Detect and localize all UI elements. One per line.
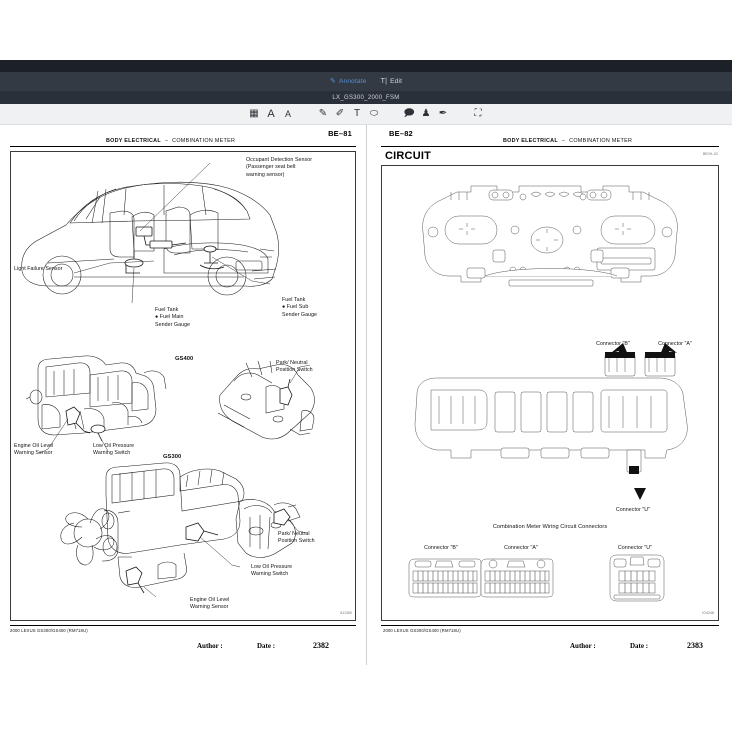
fullscreen-icon[interactable]: ⛶ bbox=[474, 108, 482, 119]
header-dash-left: – bbox=[164, 138, 169, 144]
tab-annotate-label: Annotate bbox=[338, 78, 367, 85]
page-header-left: BODY ELECTRICAL–COMBINATION METER bbox=[106, 138, 235, 144]
callout-connector-u-bottom: Connector "U" bbox=[617, 545, 653, 551]
gs300-engine-illustration bbox=[60, 462, 307, 598]
section-title-circuit: CIRCUIT bbox=[385, 150, 432, 162]
callout-oil-pressure-1: Low Oil Pressure Warning Switch bbox=[93, 443, 135, 457]
corner-ref-right: BE0H–02 bbox=[702, 152, 718, 156]
callout-oil-level-2: Engine Oil Level Warning Sensor bbox=[190, 597, 230, 611]
highlighter-icon[interactable]: ✐ bbox=[335, 108, 345, 119]
pen-icon: ✎ bbox=[329, 78, 336, 85]
combination-meter-top-view bbox=[422, 185, 678, 287]
stamp-icon[interactable]: ♟ bbox=[421, 108, 431, 119]
page-layout-icon[interactable]: ▦ bbox=[249, 108, 259, 119]
pencil-icon[interactable]: ✎ bbox=[318, 108, 328, 119]
footer-page-left: 2382 bbox=[313, 641, 329, 650]
label-gs300: GS300 bbox=[163, 454, 182, 460]
callout-light-failure: Light Failure Sensor bbox=[14, 266, 63, 272]
signature-icon[interactable]: ✒ bbox=[438, 108, 448, 119]
page-be-81: BE–81 BODY ELECTRICAL–COMBINATION METER bbox=[0, 125, 366, 665]
text-tool-icon[interactable]: T bbox=[353, 108, 361, 119]
figure-ref-right: IO4248 bbox=[702, 611, 714, 615]
callout-fuel-main: Fuel Tank ● Fuel Main Sender Gauge bbox=[155, 307, 191, 328]
callout-park-neutral-2: Park/ Neutral Position Switch bbox=[278, 531, 315, 545]
tab-edit[interactable]: T| Edit bbox=[381, 78, 403, 85]
header-main-left: BODY ELECTRICAL bbox=[106, 138, 161, 144]
callout-fuel-sub: Fuel Tank ● Fuel Sub Sender Gauge bbox=[282, 297, 318, 318]
callout-park-neutral-1: Park/ Neutral Position Switch bbox=[276, 360, 313, 374]
header-dash-right: – bbox=[561, 138, 566, 144]
callout-connector-b-bottom: Connector "B" bbox=[424, 545, 458, 551]
callout-occupant-sensor: Occupant Detection Sensor (Passenger sea… bbox=[246, 157, 313, 178]
tab-edit-label: Edit bbox=[390, 78, 403, 85]
header-main-right: BODY ELECTRICAL bbox=[503, 138, 558, 144]
header-rule-right bbox=[381, 146, 719, 147]
footer-code-left: 2000 LEXUS GS300/GS400 (RM718U) bbox=[10, 628, 88, 633]
figure-frame-top-left bbox=[10, 151, 356, 621]
shape-tool-icon[interactable]: ⬭ bbox=[369, 108, 379, 119]
title-bar bbox=[0, 60, 732, 72]
footer-date-left: Date : bbox=[257, 642, 276, 650]
gs400-transmission-illustration bbox=[217, 360, 315, 440]
header-sub-right: COMBINATION METER bbox=[569, 138, 633, 144]
header-rule-left bbox=[10, 146, 356, 147]
page-number-right: BE–82 bbox=[389, 129, 413, 138]
tab-annotate[interactable]: ✎ Annotate bbox=[330, 78, 367, 85]
figure-ref-left: 611360 bbox=[340, 611, 352, 615]
page-number-left: BE–81 bbox=[328, 129, 352, 138]
footer-author-right: Author : bbox=[570, 642, 596, 650]
callout-oil-level-1: Engine Oil Level Warning Sensor bbox=[14, 443, 54, 457]
footer-rule-left bbox=[10, 625, 356, 626]
file-name-bar: LX_GS300_2000_FSM bbox=[0, 91, 732, 104]
callout-connector-b-top: Connector "B" bbox=[596, 341, 630, 347]
header-sub-left: COMBINATION METER bbox=[172, 138, 236, 144]
text-cursor-icon: T| bbox=[380, 78, 388, 85]
file-name-label: LX_GS300_2000_FSM bbox=[332, 94, 400, 101]
comment-icon[interactable]: 🗩 bbox=[403, 108, 415, 119]
connector-u-pinout bbox=[609, 554, 665, 602]
callout-oil-pressure-2: Low Oil Pressure Warning Switch bbox=[251, 564, 293, 578]
footer-page-right: 2383 bbox=[687, 641, 703, 650]
gs400-engine-illustration bbox=[25, 355, 167, 454]
footer-code-right: 2000 LEXUS GS300/GS400 (RM718U) bbox=[383, 628, 461, 633]
label-gs400: GS400 bbox=[175, 356, 194, 362]
callout-connector-a-top: Connector "A" bbox=[658, 341, 692, 347]
annotation-toolbar: ▦ A A ✎ ✐ T ⬭ 🗩 ♟ ✒ ⛶ bbox=[0, 104, 732, 125]
menu-bar: ✎ Annotate T| Edit bbox=[0, 72, 732, 91]
toolbar-group-draw: ✎ ✐ T ⬭ bbox=[315, 106, 383, 123]
callout-connector-a-bottom: Connector "A" bbox=[504, 545, 538, 551]
label-wiring-circuit-connectors: Combination Meter Wiring Circuit Connect… bbox=[492, 524, 608, 530]
connector-u-arrow bbox=[634, 470, 646, 500]
page-header-right: BODY ELECTRICAL–COMBINATION METER bbox=[503, 138, 632, 144]
toolbar-group-mark: 🗩 ♟ ✒ bbox=[401, 106, 452, 123]
callout-connector-u-mid: Connector "U" bbox=[615, 507, 651, 513]
footer-author-left: Author : bbox=[197, 642, 223, 650]
font-small-icon[interactable]: A bbox=[284, 108, 291, 119]
footer-rule-right bbox=[381, 625, 719, 626]
combination-meter-rear-view bbox=[414, 352, 688, 474]
document-viewport[interactable]: BE–81 BODY ELECTRICAL–COMBINATION METER bbox=[0, 125, 732, 665]
vehicle-illustration bbox=[21, 162, 279, 304]
connector-ba-pinout bbox=[408, 558, 554, 598]
page-be-82: BE–82 BODY ELECTRICAL–COMBINATION METER … bbox=[366, 125, 732, 665]
footer-date-right: Date : bbox=[630, 642, 649, 650]
font-large-icon[interactable]: A bbox=[267, 107, 275, 120]
toolbar-group-view: ▦ A A bbox=[246, 106, 297, 123]
